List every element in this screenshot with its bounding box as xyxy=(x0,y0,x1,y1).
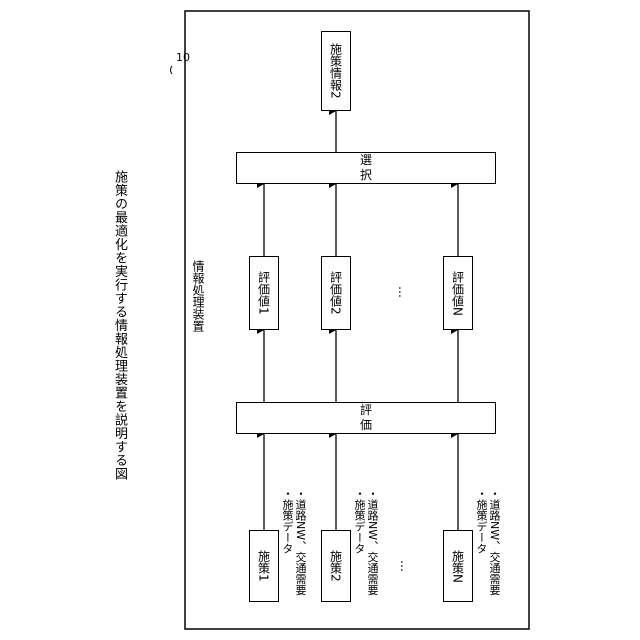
policy-note-2-a: ・道路NW、交通需要 xyxy=(366,488,379,595)
policy-label-2: 施策2 xyxy=(328,550,345,582)
value-box-n: 評価値N xyxy=(443,256,473,330)
policy-label-1: 施策1 xyxy=(256,550,273,582)
selection-bar: 選 択 xyxy=(236,152,496,184)
policy-label-n: 施策N xyxy=(450,550,467,583)
output-box: 施策情報2 xyxy=(321,31,351,111)
value-box-2: 評価値2 xyxy=(321,256,351,330)
policy-notes-n: ・道路NW、交通需要 ・施策データ xyxy=(475,488,501,595)
policy-box-2: 施策2 xyxy=(321,530,351,602)
policy-note-n-a: ・道路NW、交通需要 xyxy=(488,488,501,595)
device-ref-number: 10 xyxy=(176,51,190,64)
values-ellipsis: … xyxy=(396,286,410,298)
device-label: 情報処理装置 xyxy=(190,260,207,332)
output-label: 施策情報2 xyxy=(328,43,345,99)
policy-box-1: 施策1 xyxy=(249,530,279,602)
ref-leader xyxy=(171,66,173,74)
policy-note-1-a: ・道路NW、交通需要 xyxy=(294,488,307,595)
policy-box-n: 施策N xyxy=(443,530,473,602)
value-box-1: 評価値1 xyxy=(249,256,279,330)
policy-note-1-b: ・施策データ xyxy=(281,488,294,595)
value-label-2: 評価値2 xyxy=(328,271,345,315)
selection-label: 選 択 xyxy=(360,153,372,183)
value-label-1: 評価値1 xyxy=(256,271,273,315)
evaluation-label: 評 価 xyxy=(360,403,372,433)
policy-note-n-b: ・施策データ xyxy=(475,488,488,595)
policy-note-2-b: ・施策データ xyxy=(353,488,366,595)
value-label-n: 評価値N xyxy=(450,271,467,316)
policies-ellipsis: … xyxy=(398,560,412,572)
policy-notes-1: ・道路NW、交通需要 ・施策データ xyxy=(281,488,307,595)
figure-caption: 施策の最適化を実行する情報処理装置を説明する図 xyxy=(110,170,129,481)
evaluation-bar: 評 価 xyxy=(236,402,496,434)
policy-notes-2: ・道路NW、交通需要 ・施策データ xyxy=(353,488,379,595)
